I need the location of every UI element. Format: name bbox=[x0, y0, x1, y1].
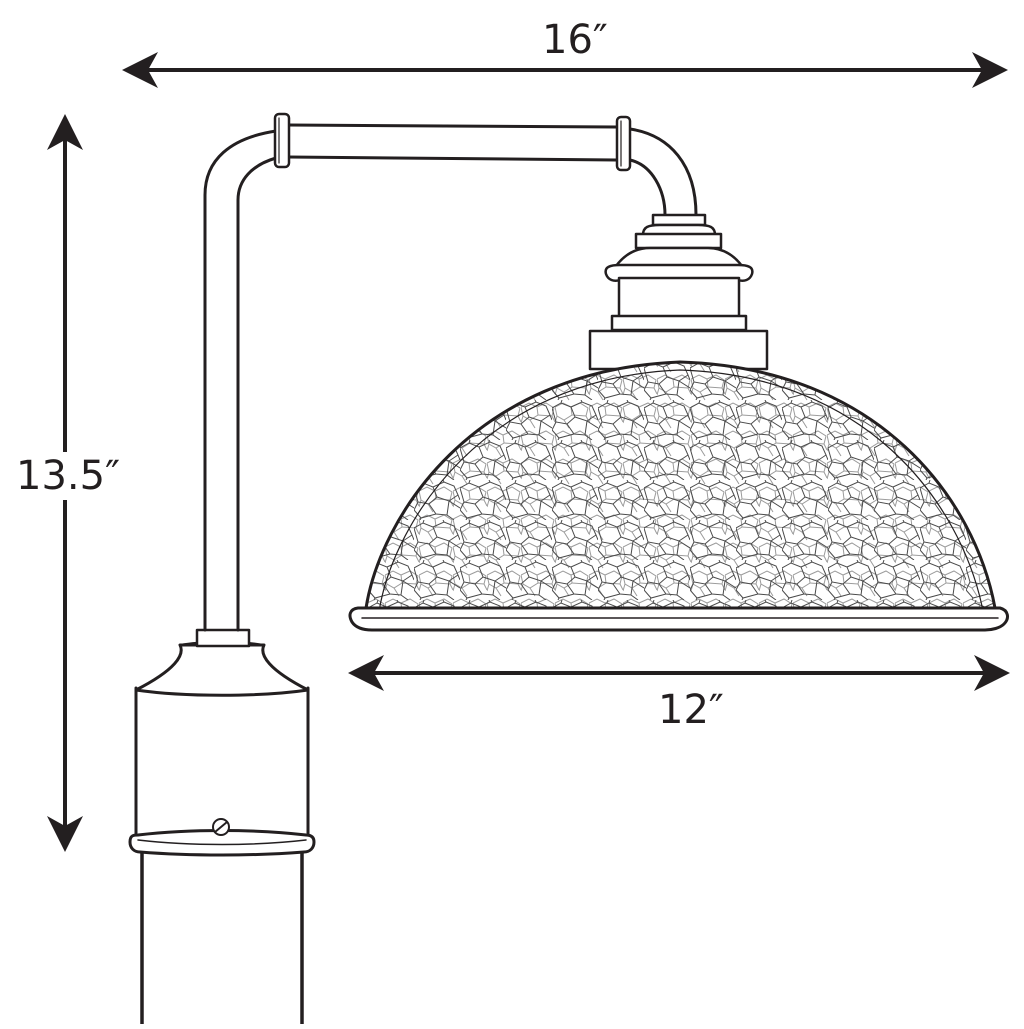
hammered-glass-shade bbox=[348, 360, 1009, 632]
post-cap bbox=[128, 628, 316, 857]
fitter-cap bbox=[588, 213, 769, 371]
post bbox=[140, 848, 304, 1026]
arrowhead-left-icon bbox=[348, 655, 384, 691]
arrowhead-right-icon bbox=[974, 655, 1010, 691]
arrowhead-left-icon bbox=[122, 52, 158, 88]
arrowhead-up-icon bbox=[47, 114, 83, 150]
arm-collar-left bbox=[273, 112, 291, 169]
shade-diameter-label: 12″ bbox=[652, 690, 730, 730]
arrowhead-down-icon bbox=[47, 816, 83, 852]
shade-diameter-dimension bbox=[348, 655, 1010, 691]
set-screw-icon bbox=[212, 818, 230, 836]
arm bbox=[203, 123, 698, 632]
overall-height-label: 13.5″ bbox=[16, 452, 121, 500]
arm-collar-right bbox=[615, 115, 632, 172]
arrowhead-right-icon bbox=[972, 52, 1008, 88]
overall-width-dimension bbox=[122, 52, 1008, 88]
overall-width-label: 16″ bbox=[536, 20, 614, 60]
